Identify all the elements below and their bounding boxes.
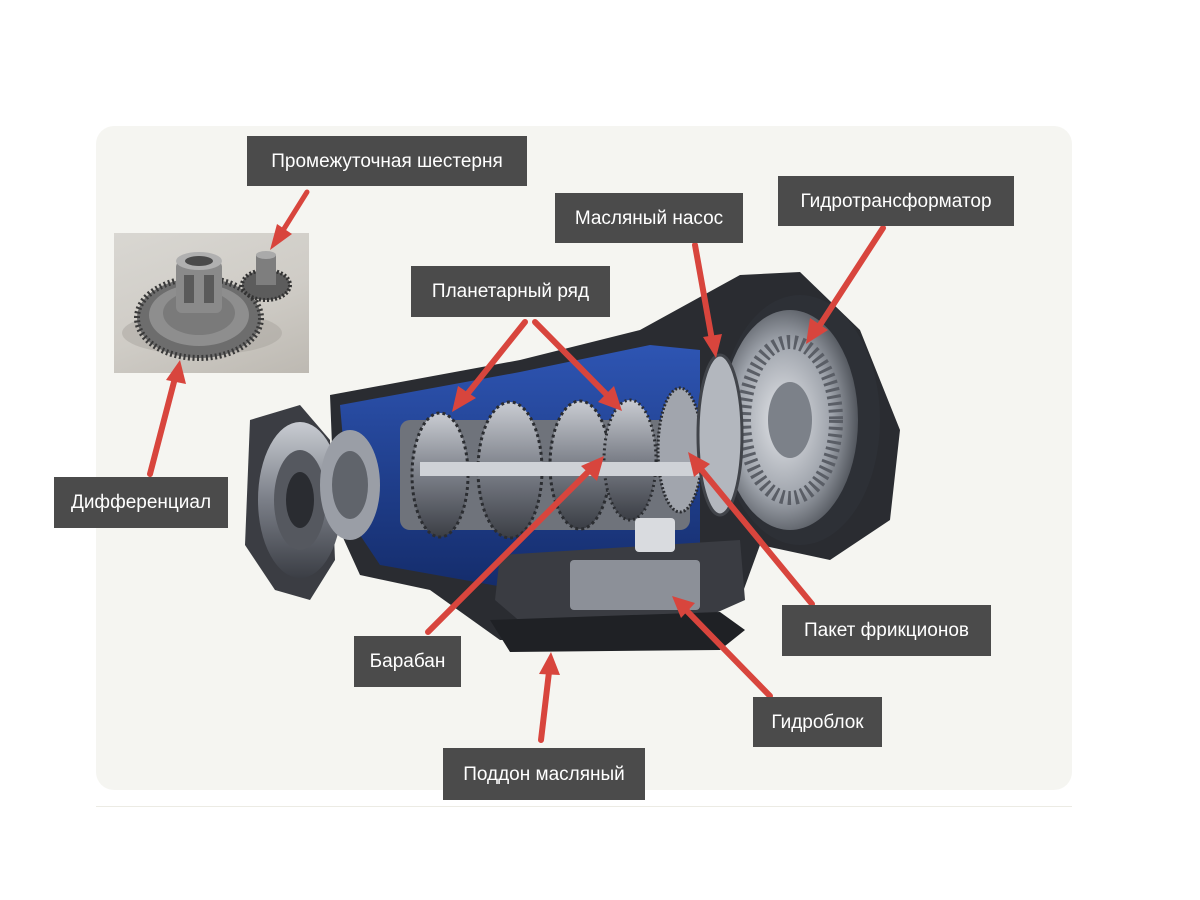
differential-photo (114, 233, 309, 373)
arrow-oil-pump (692, 242, 722, 358)
label-intermediate-gear: Промежуточная шестерня (247, 136, 527, 186)
arrow-torque-converter (806, 225, 886, 344)
label-oil-pump: Масляный насос (555, 193, 743, 243)
label-differential: Дифференциал (54, 477, 228, 528)
arrow-drum (425, 456, 604, 635)
label-planetary-set: Планетарный ряд (411, 266, 610, 317)
label-oil-pan: Поддон масляный (443, 748, 645, 800)
arrow-valve-body (672, 596, 773, 699)
arrow-oil-pan (538, 652, 560, 743)
arrow-differential (147, 360, 186, 477)
label-valve-body: Гидроблок (753, 697, 882, 747)
oil-pan-body (490, 518, 745, 652)
torque-converter-body (696, 295, 880, 545)
arrow-intermediate-gear (270, 189, 310, 250)
divider (96, 806, 1072, 807)
label-torque-converter: Гидротрансформатор (778, 176, 1014, 226)
internal-gears (400, 386, 704, 540)
arrow-planetary-left (452, 319, 528, 412)
arrow-clutch-pack (688, 452, 815, 607)
label-drum: Барабан (354, 636, 461, 687)
output-flange (245, 405, 380, 600)
label-clutch-pack: Пакет фрикционов (782, 605, 991, 656)
arrow-planetary-right (532, 319, 622, 411)
